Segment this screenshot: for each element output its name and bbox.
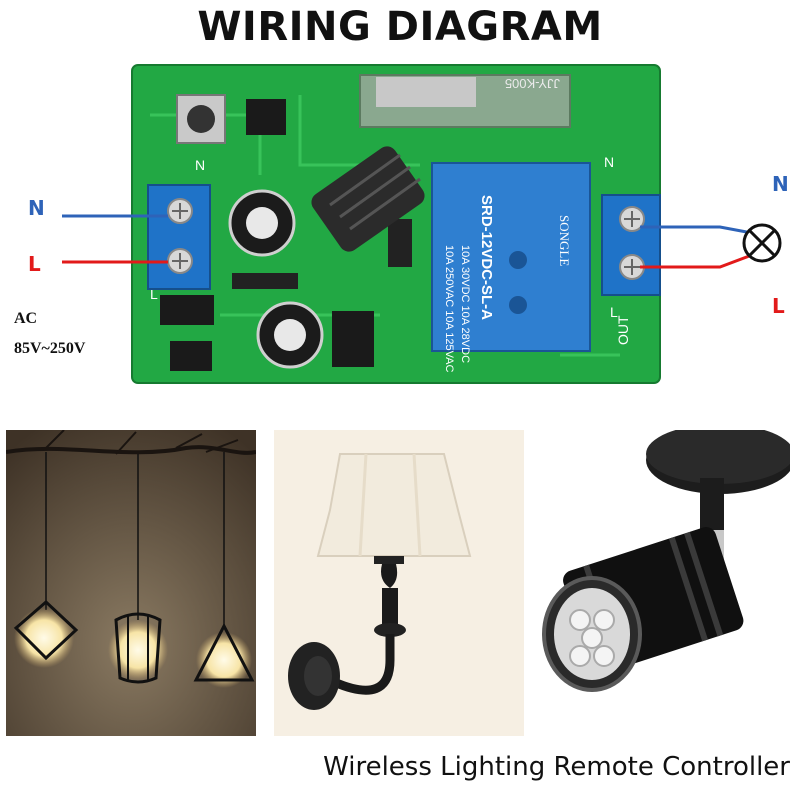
silk-n-left: N [195,157,205,173]
antenna-coil [311,146,425,252]
input-live-label: L [28,252,41,276]
ic-chip-top [246,99,286,135]
wiring-diagram: JJY-K005 10A 250VAC 10A 125VAC 10A 30VDC… [62,64,782,384]
relay-rating-1: 10A 250VAC 10A 125VAC [443,245,455,372]
input-neutral-label: N [28,196,45,220]
voltage-range-label: 85V~250V [14,340,86,357]
relay-brand: SONGLE [557,215,572,266]
output-neutral-label: N [772,172,789,196]
pcb-board: JJY-K005 10A 250VAC 10A 125VAC 10A 30VDC… [131,64,661,384]
pendant-lights-photo [6,430,256,736]
silk-l-left: L [150,286,158,302]
lamp-symbol-icon [742,223,782,263]
wall-lamp-photo [274,430,524,736]
output-terminal-block [601,194,661,296]
relay-rating-2: 10A 30VDC 10A 28VDC [459,245,471,363]
input-terminal-block [147,184,211,290]
ic-chip-bottom [332,311,374,367]
output-live-wire [640,253,753,269]
output-live-label: L [772,294,785,318]
ac-label: AC [14,310,38,327]
relay: 10A 250VAC 10A 125VAC 10A 30VDC 10A 28VD… [431,162,591,372]
page-title: WIRING DIAGRAM [197,4,603,50]
product-caption: Wireless Lighting Remote Controller [323,752,790,782]
output-neutral-wire [640,225,753,235]
silk-l-right: L [610,304,618,320]
ic-chip-left [160,295,214,325]
silk-n-right: N [604,154,614,170]
board-model-text: JJY-K005 [505,76,560,91]
relay-model: SRD-12VDC-SL-A [478,195,495,320]
spotlight-photo [540,430,790,736]
silk-out: OUT [615,315,631,345]
